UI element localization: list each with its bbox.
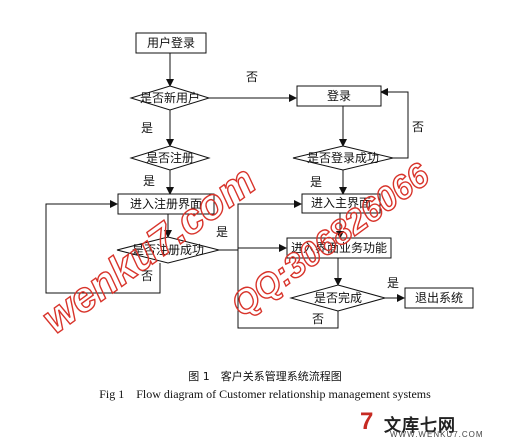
label-user-login: 用户登录 [147, 35, 195, 50]
edge-label-register-success-no: 否 [141, 269, 153, 283]
figure-caption-en: Fig 1 Flow diagram of Customer relations… [99, 387, 431, 401]
edge-label-login-success-no: 否 [412, 120, 424, 134]
node-login [296, 85, 382, 107]
figure-caption-zh: 图 1 客户关系管理系统流程图 [188, 370, 342, 383]
node-exit-system [404, 287, 474, 309]
connectors [45, 53, 409, 329]
label-is-done: 是否完成 [314, 290, 362, 305]
label-is-new-user: 是否新用户 [140, 90, 200, 105]
edge-login-fail-loop [380, 88, 409, 159]
site-logo: 7 文库七网 WWW.WENKU7.COM [360, 408, 525, 440]
label-login: 登录 [327, 88, 351, 103]
node-user-login [135, 32, 207, 54]
edge-label-new-user-no: 否 [246, 70, 258, 84]
node-is-new-user [129, 85, 211, 111]
label-register-success: 是否注册成功 [132, 242, 204, 257]
edge-label-registered-yes: 是 [143, 174, 155, 188]
node-register-success [116, 236, 220, 264]
node-main-business [286, 237, 392, 259]
label-enter-register-page: 进入注册界面 [130, 196, 202, 211]
edge-register-success-yes [219, 200, 302, 251]
logo-name: 文库七网 [384, 416, 456, 436]
edge-label-login-success-yes: 是 [310, 175, 322, 189]
label-login-success: 是否登录成功 [307, 150, 379, 165]
edge-label-new-user-yes: 是 [141, 121, 153, 135]
edge-label-done-no: 否 [312, 312, 324, 326]
edge-register-fail-loop [45, 200, 161, 294]
logo-mark-icon: 7 [360, 408, 374, 435]
edge-label-done-yes: 是 [387, 276, 399, 290]
edge-done-no-loop [237, 244, 339, 329]
label-exit-system: 退出系统 [415, 291, 463, 305]
node-enter-register-page [117, 193, 215, 215]
node-is-done [289, 284, 387, 312]
node-is-registered [129, 145, 211, 171]
edge-label-register-success-yes: 是 [216, 225, 228, 239]
label-is-registered: 是否注册 [146, 150, 194, 165]
logo-url: WWW.WENKU7.COM [390, 430, 484, 439]
label-main-business: 进入界面业务功能 [291, 240, 387, 255]
node-login-success [292, 145, 394, 171]
label-enter-main-page: 进入主界面 [311, 196, 371, 210]
node-enter-main-page [301, 193, 381, 214]
